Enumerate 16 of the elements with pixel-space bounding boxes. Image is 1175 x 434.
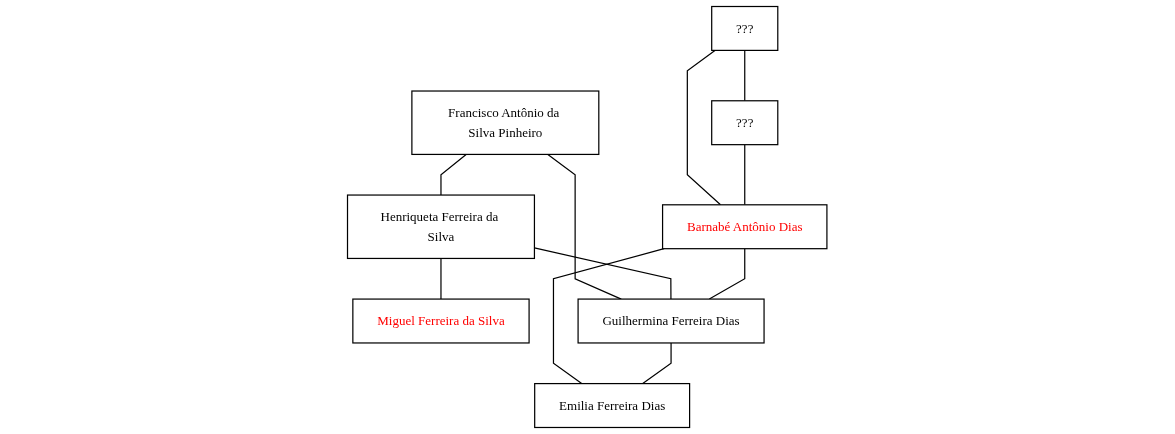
node-box: Guilhermina Ferreira Dias (577, 298, 765, 344)
node-box: Emilia Ferreira Dias (534, 383, 691, 429)
connector (553, 248, 665, 385)
connector (642, 342, 672, 385)
connector (440, 257, 442, 300)
connector (687, 49, 722, 206)
node-box: Henriqueta Ferreira da Silva (347, 194, 536, 260)
node-box: Miguel Ferreira da Silva (352, 298, 530, 344)
node-box: ??? (711, 5, 779, 51)
node-box: Francisco Antônio da Silva Pinheiro (411, 90, 600, 155)
connector (744, 144, 746, 206)
connector (440, 153, 467, 196)
node-box: ??? (711, 100, 779, 146)
node-box: Barnabé Antônio Dias (662, 204, 828, 250)
connector (534, 247, 672, 300)
connector (744, 49, 746, 102)
